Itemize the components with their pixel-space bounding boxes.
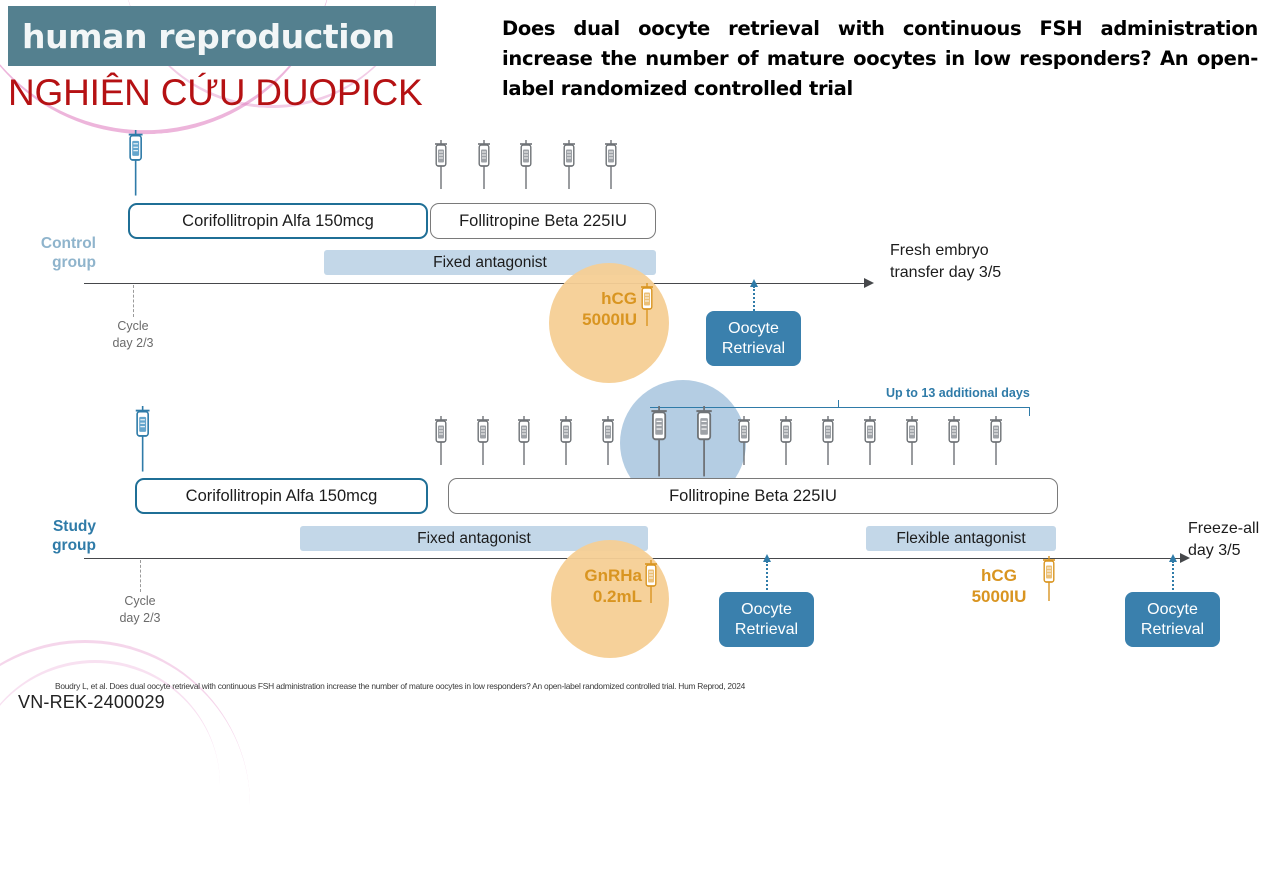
additional-days-label: Up to 13 additional days bbox=[886, 386, 1030, 400]
control-cycle-label-line1: Cycle bbox=[117, 319, 149, 333]
study-gnrha-trigger-circle bbox=[551, 540, 669, 658]
study-fsh-syringe-icon-dual-2 bbox=[690, 406, 718, 483]
control-outcome-line2: transfer day 3/5 bbox=[890, 264, 1002, 282]
study-outcome-line1: Freeze-all bbox=[1188, 520, 1260, 537]
control-hcg-trigger-text: hCG 5000IU bbox=[565, 288, 637, 331]
study-corifollitropin-box: Corifollitropin Alfa 150mcg bbox=[135, 478, 428, 514]
study-retrieval-2-arrow bbox=[1169, 554, 1177, 601]
control-retrieval-line2: Retrieval bbox=[721, 339, 786, 357]
additional-days-bracket-end bbox=[1029, 407, 1030, 416]
study-gnrha-label-line2: 0.2mL bbox=[592, 587, 642, 607]
trial-protocol-diagram: Control group Cycle day 2/3 Corifollitro… bbox=[0, 128, 1280, 676]
study-fsh-syringe-icon-dual-1 bbox=[645, 406, 673, 483]
control-cycle-label: Cycle day 2/3 bbox=[88, 318, 178, 352]
study-outcome-line2: day 3/5 bbox=[1188, 542, 1241, 560]
study-flexible-antagonist-bar: Flexible antagonist bbox=[866, 526, 1056, 551]
control-corifollitropin-syringe-icon bbox=[123, 130, 148, 202]
control-timeline-axis bbox=[84, 283, 864, 284]
study-cycle-tick bbox=[140, 560, 141, 592]
study-retrieval-2-line1: Oocyte bbox=[1147, 600, 1198, 618]
control-cycle-tick bbox=[133, 285, 134, 317]
control-outcome-line1: Fresh embryo bbox=[890, 242, 989, 259]
study-fsh-syringe-icon-3 bbox=[513, 416, 535, 471]
study-fsh-syringe-icon-1 bbox=[430, 416, 452, 471]
study-hcg-label-line1: hCG bbox=[981, 566, 1017, 585]
study-fsh-syringe-icon-6 bbox=[733, 416, 755, 471]
study-oocyte-retrieval-box-1: Oocyte Retrieval bbox=[719, 592, 814, 647]
control-hcg-label-line1: hCG bbox=[601, 289, 637, 308]
control-timeline-arrowhead bbox=[864, 277, 874, 288]
study-retrieval-2-line2: Retrieval bbox=[1140, 620, 1205, 638]
paper-title: Does dual oocyte retrieval with continuo… bbox=[502, 17, 1258, 101]
control-fsh-syringe-icon-2 bbox=[473, 140, 495, 195]
study-fsh-syringe-icon-5 bbox=[597, 416, 619, 471]
control-fsh-syringe-icon-3 bbox=[515, 140, 537, 195]
study-retrieval-1-line1: Oocyte bbox=[741, 600, 792, 618]
study-group-label-line1: Study bbox=[52, 518, 96, 535]
control-outcome-label: Fresh embryo transfer day 3/5 bbox=[890, 240, 1001, 285]
control-oocyte-retrieval-box: Oocyte Retrieval bbox=[706, 311, 801, 366]
control-follitropine-box: Follitropine Beta 225IU bbox=[430, 203, 656, 239]
study-outcome-label: Freeze-all day 3/5 bbox=[1188, 518, 1259, 563]
control-group-label-line1: Control bbox=[40, 235, 96, 252]
study-gnrha-label-line1: GnRHa bbox=[584, 566, 642, 585]
study-corifollitropin-syringe-icon bbox=[130, 406, 155, 478]
study-hcg-syringe-icon bbox=[1038, 556, 1060, 607]
study-fsh-syringe-icon-12 bbox=[985, 416, 1007, 471]
reference-code: VN-REK-2400029 bbox=[18, 692, 165, 712]
control-group-label-line2: group bbox=[52, 254, 96, 272]
study-hcg-trigger-text: hCG 5000IU bbox=[958, 565, 1040, 608]
study-cycle-label: Cycle day 2/3 bbox=[95, 593, 185, 627]
control-fsh-syringe-icon-1 bbox=[430, 140, 452, 195]
study-gnrha-syringe-icon bbox=[640, 560, 662, 609]
control-hcg-syringe-icon bbox=[636, 283, 658, 332]
control-group-label: Control group bbox=[0, 234, 96, 273]
study-fsh-syringe-icon-9 bbox=[859, 416, 881, 471]
additional-days-line bbox=[650, 407, 1030, 408]
control-fsh-syringe-icon-4 bbox=[558, 140, 580, 195]
study-cycle-label-line1: Cycle bbox=[124, 594, 156, 608]
journal-logo-text: human reproduction bbox=[22, 16, 395, 56]
study-group-label: Study group bbox=[0, 517, 96, 556]
study-fsh-syringe-icon-8 bbox=[817, 416, 839, 471]
citation-text: Boudry L, et al. Does dual oocyte retrie… bbox=[55, 681, 746, 691]
study-name-heading: NGHIÊN CỨU DUOPICK bbox=[8, 72, 423, 113]
control-fixed-antagonist-bar: Fixed antagonist bbox=[324, 250, 656, 275]
control-hcg-label-line2: 5000IU bbox=[582, 310, 637, 330]
additional-days-bracket-tick bbox=[838, 400, 839, 408]
control-hcg-trigger-circle bbox=[549, 263, 669, 383]
study-fsh-syringe-icon-7 bbox=[775, 416, 797, 471]
study-group-label-line2: group bbox=[52, 537, 96, 555]
study-gnrha-trigger-text: GnRHa 0.2mL bbox=[562, 565, 642, 608]
study-oocyte-retrieval-box-2: Oocyte Retrieval bbox=[1125, 592, 1220, 647]
control-cycle-label-line2: day 2/3 bbox=[112, 335, 154, 350]
study-cycle-label-line2: day 2/3 bbox=[119, 610, 161, 625]
control-retrieval-line1: Oocyte bbox=[728, 319, 779, 337]
study-follitropine-box: Follitropine Beta 225IU bbox=[448, 478, 1058, 514]
journal-logo-badge: human reproduction bbox=[8, 6, 436, 66]
study-hcg-label-line2: 5000IU bbox=[971, 587, 1027, 607]
study-fsh-syringe-icon-4 bbox=[555, 416, 577, 471]
study-fsh-syringe-icon-11 bbox=[943, 416, 965, 471]
study-fsh-syringe-icon-2 bbox=[472, 416, 494, 471]
control-retrieval-arrow bbox=[750, 279, 758, 330]
study-retrieval-1-arrow bbox=[763, 554, 771, 601]
control-fsh-syringe-icon-5 bbox=[600, 140, 622, 195]
study-fsh-syringe-icon-10 bbox=[901, 416, 923, 471]
control-corifollitropin-box: Corifollitropin Alfa 150mcg bbox=[128, 203, 428, 239]
study-timeline-arrowhead bbox=[1180, 552, 1190, 563]
study-retrieval-1-line2: Retrieval bbox=[734, 620, 799, 638]
